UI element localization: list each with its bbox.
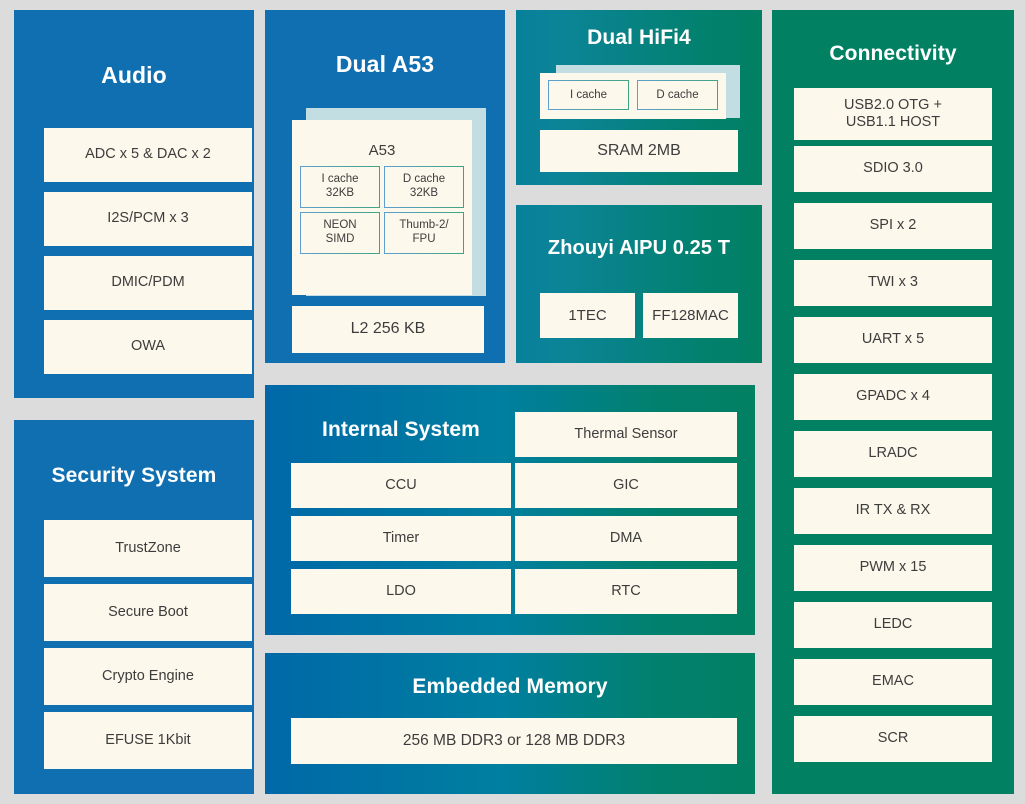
audio-block: Audio ADC x 5 & DAC x 2 I2S/PCM x 3 DMIC…: [14, 10, 254, 398]
dual-hifi4-block: Dual HiFi4 I cache D cache SRAM 2MB: [516, 10, 762, 185]
security-item-crypto-engine: Crypto Engine: [44, 648, 252, 705]
connectivity-item-ir: IR TX & RX: [794, 488, 992, 534]
a53-i-cache-line2: 32KB: [325, 187, 355, 200]
audio-item-dmic-pdm: DMIC/PDM: [44, 256, 252, 310]
a53-neon-line1: NEON: [323, 218, 357, 231]
internal-system-block-title: Internal System: [322, 418, 480, 441]
connectivity-item-gpadc: GPADC x 4: [794, 374, 992, 420]
hifi4-i-cache: I cache: [548, 80, 629, 111]
connectivity-item-scr: SCR: [794, 716, 992, 762]
internal-timer: Timer: [291, 516, 511, 561]
a53-d-cache: D cache 32KB: [384, 166, 464, 208]
hifi4-cache-card-stack: I cache D cache: [540, 65, 740, 125]
connectivity-item-ledc: LEDC: [794, 602, 992, 648]
connectivity-usb-line2: USB1.1 HOST: [845, 114, 941, 130]
embedded-memory-block-title: Embedded Memory: [412, 675, 608, 698]
connectivity-item-spi: SPI x 2: [794, 203, 992, 249]
dual-a53-block-title: Dual A53: [335, 51, 435, 77]
security-system-block: Security System TrustZone Secure Boot Cr…: [14, 420, 254, 794]
dual-hifi4-block-title: Dual HiFi4: [587, 26, 691, 49]
embedded-memory-block: Embedded Memory 256 MB DDR3 or 128 MB DD…: [265, 653, 755, 794]
audio-item-i2s-pcm: I2S/PCM x 3: [44, 192, 252, 246]
connectivity-usb-line1: USB2.0 OTG +: [844, 96, 942, 113]
a53-i-cache-line1: I cache: [321, 173, 359, 185]
a53-thumb2-line2: FPU: [412, 233, 436, 246]
audio-item-owa: OWA: [44, 320, 252, 374]
aipu-unit-1tec: 1TEC: [540, 293, 635, 338]
connectivity-block-title: Connectivity: [829, 42, 957, 65]
zhouyi-aipu-block-title: Zhouyi AIPU 0.25 T: [547, 237, 731, 259]
connectivity-item-lradc: LRADC: [794, 431, 992, 477]
connectivity-item-usb: USB2.0 OTG + USB1.1 HOST: [794, 88, 992, 140]
security-system-block-title: Security System: [51, 464, 217, 487]
connectivity-item-uart: UART x 5: [794, 317, 992, 363]
internal-gic: GIC: [515, 463, 737, 508]
dual-a53-block: Dual A53 A53 I cache 32KB D cache 32KB N…: [265, 10, 505, 363]
a53-core-feature-grid: I cache 32KB D cache 32KB NEON SIMD Thum…: [292, 159, 472, 254]
security-item-trustzone: TrustZone: [44, 520, 252, 577]
a53-core-card-front: A53 I cache 32KB D cache 32KB NEON SIMD: [292, 120, 472, 295]
connectivity-item-emac: EMAC: [794, 659, 992, 705]
connectivity-item-pwm: PWM x 15: [794, 545, 992, 591]
a53-l2-cache: L2 256 KB: [292, 306, 484, 353]
a53-d-cache-line1: D cache: [402, 173, 446, 185]
hifi4-d-cache: D cache: [637, 80, 718, 111]
connectivity-item-twi: TWI x 3: [794, 260, 992, 306]
security-item-secure-boot: Secure Boot: [44, 584, 252, 641]
internal-system-block: Internal System Thermal Sensor CCU Timer…: [265, 385, 755, 635]
connectivity-item-sdio: SDIO 3.0: [794, 146, 992, 192]
internal-dma: DMA: [515, 516, 737, 561]
audio-item-adc-dac: ADC x 5 & DAC x 2: [44, 128, 252, 182]
internal-rtc: RTC: [515, 569, 737, 614]
hifi4-cache-grid: I cache D cache: [540, 73, 726, 117]
a53-i-cache: I cache 32KB: [300, 166, 380, 208]
connectivity-block: Connectivity USB2.0 OTG + USB1.1 HOST SD…: [772, 10, 1014, 794]
a53-thumb2-line1: Thumb-2/: [399, 218, 449, 231]
a53-neon-line2: SIMD: [325, 233, 355, 246]
internal-ldo: LDO: [291, 569, 511, 614]
security-item-efuse: EFUSE 1Kbit: [44, 712, 252, 769]
a53-core-card-stack: A53 I cache 32KB D cache 32KB NEON SIMD: [292, 108, 486, 303]
internal-ccu: CCU: [291, 463, 511, 508]
embedded-memory-spec: 256 MB DDR3 or 128 MB DDR3: [291, 718, 737, 764]
aipu-unit-row: 1TEC FF128MAC: [540, 293, 738, 338]
aipu-unit-ff128mac: FF128MAC: [643, 293, 738, 338]
hifi4-cache-card-front: I cache D cache: [540, 73, 726, 119]
a53-core-label: A53: [368, 142, 396, 159]
internal-thermal-sensor: Thermal Sensor: [515, 412, 737, 457]
a53-neon-simd: NEON SIMD: [300, 211, 380, 254]
zhouyi-aipu-block: Zhouyi AIPU 0.25 T 1TEC FF128MAC: [516, 205, 762, 363]
a53-thumb2-fpu: Thumb-2/ FPU: [384, 211, 464, 254]
a53-d-cache-line2: 32KB: [409, 187, 439, 200]
hifi4-sram: SRAM 2MB: [540, 130, 738, 172]
audio-block-title: Audio: [101, 62, 167, 88]
